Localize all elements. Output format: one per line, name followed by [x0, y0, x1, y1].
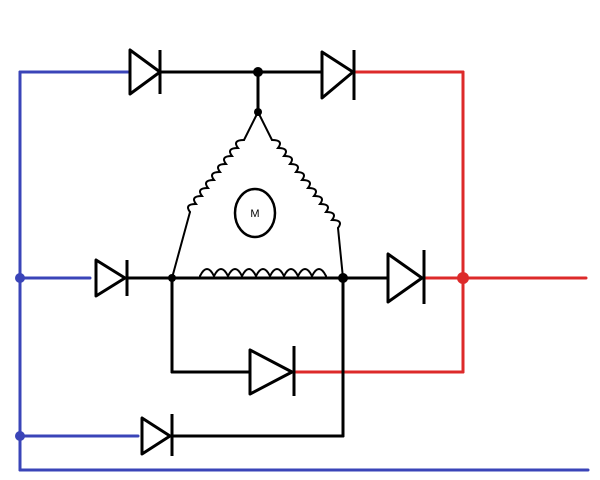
diode-body — [128, 48, 162, 96]
motor: M — [233, 187, 277, 239]
motor-symbol — [233, 187, 277, 239]
diode-body — [140, 416, 172, 456]
left-winding-coil — [187, 139, 245, 213]
winding-lead — [337, 227, 344, 279]
negative-junction-dot — [15, 273, 25, 283]
right-winding-coil — [271, 139, 341, 229]
winding-lead — [171, 211, 191, 279]
bottom-winding-coil — [199, 268, 327, 279]
positive-rail — [294, 70, 588, 374]
positive-junction-dot — [457, 272, 469, 284]
diode-body — [386, 252, 424, 304]
diode-middle-right — [386, 250, 426, 304]
wiring — [126, 70, 390, 438]
motor-label: M — [250, 208, 259, 220]
diode-middle-left — [94, 258, 129, 298]
negative-rail — [18, 70, 590, 472]
winding-lead — [243, 111, 259, 141]
junction-dot-top — [253, 67, 263, 77]
diode-top-right — [320, 50, 356, 100]
diode-body — [248, 348, 294, 396]
negative-junction-dot — [15, 431, 25, 441]
motor-windings — [171, 111, 344, 279]
diode-bottom — [140, 414, 174, 456]
diode-inner-lower — [248, 346, 296, 396]
diode-body — [320, 50, 355, 100]
diode-top-left — [128, 48, 162, 96]
diode-body — [94, 258, 127, 298]
winding-lead — [257, 111, 273, 141]
